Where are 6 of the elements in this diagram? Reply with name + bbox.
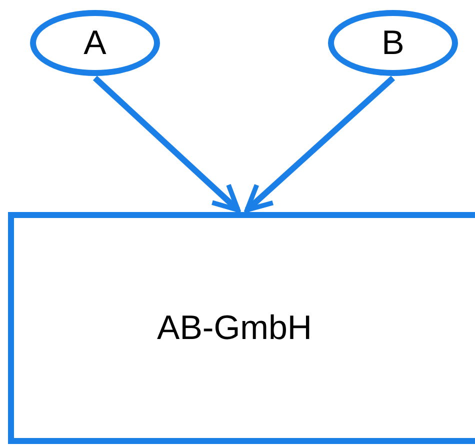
node-label: B (382, 24, 404, 62)
arrow (92, 76, 240, 212)
process-box (8, 212, 475, 444)
node-label: AB-GmbH (157, 308, 312, 348)
node-label: A (84, 24, 106, 62)
arrow (244, 76, 396, 212)
